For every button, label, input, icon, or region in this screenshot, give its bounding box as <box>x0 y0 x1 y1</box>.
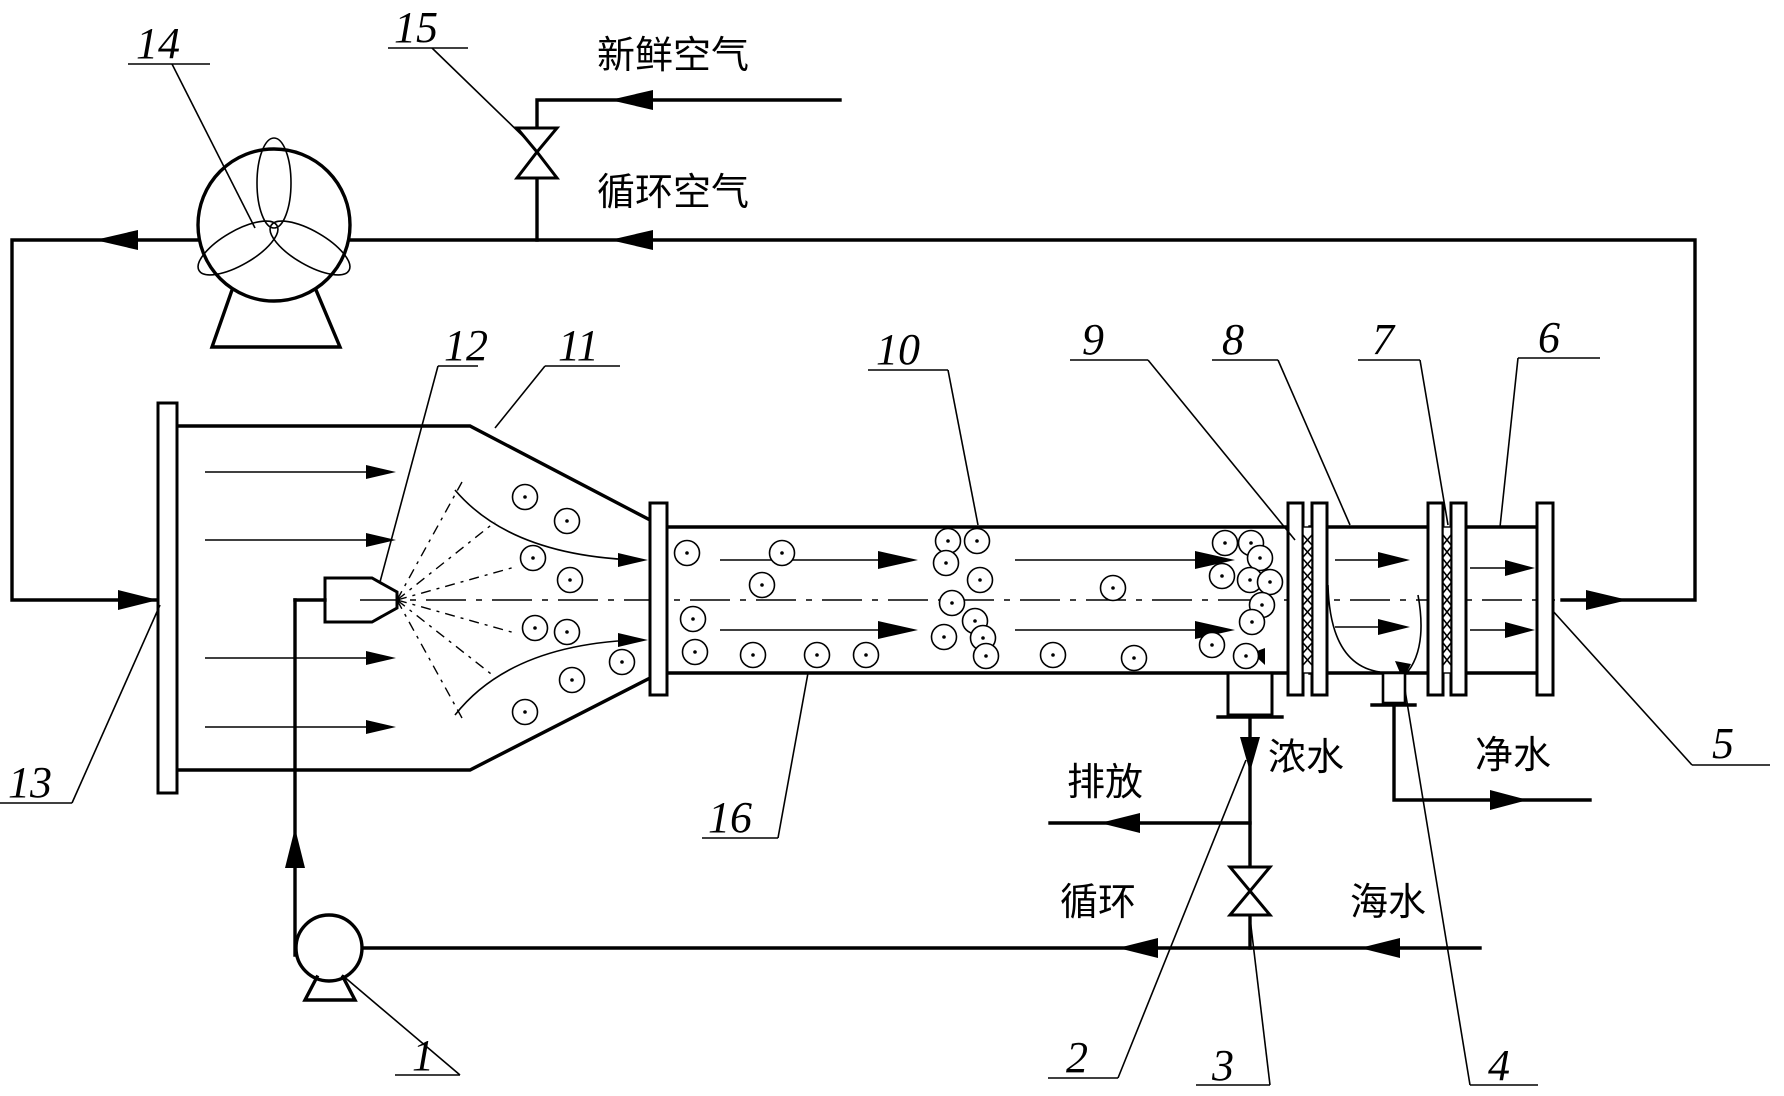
droplet-center <box>1248 578 1252 582</box>
part-number-8: 8 <box>1222 315 1244 364</box>
part-number-14: 14 <box>136 19 180 68</box>
droplet-center <box>975 539 979 543</box>
inlet-flange-13 <box>156 401 179 795</box>
fresh-water-label: 净水 <box>1475 733 1551 777</box>
droplet-center <box>1210 643 1214 647</box>
droplet-center <box>984 654 988 658</box>
flange-7-right <box>1449 501 1468 697</box>
main-tube <box>360 501 1555 697</box>
droplet-center <box>1249 541 1253 545</box>
part-number-13: 13 <box>8 758 52 807</box>
droplet-center <box>1260 603 1264 607</box>
droplet-center <box>693 650 697 654</box>
flange-9-right <box>1310 501 1329 697</box>
droplet-center <box>523 710 527 714</box>
part-numbers: 1 2 3 4 5 6 7 8 9 10 11 12 13 14 15 16 <box>8 3 1734 1090</box>
droplet-center <box>691 617 695 621</box>
mesh-filter-9 <box>1302 526 1313 674</box>
tube-flange-left <box>648 501 669 697</box>
droplet-center <box>565 630 569 634</box>
part-number-15: 15 <box>394 3 438 52</box>
fresh-air-label: 新鲜空气 <box>597 33 749 77</box>
circulation-label: 循环 <box>1060 880 1136 924</box>
concentrate-outlet-2 <box>1048 671 1284 950</box>
droplet-center <box>950 601 954 605</box>
fan-14 <box>196 137 352 349</box>
droplet-center <box>946 539 950 543</box>
part-number-2: 2 <box>1066 1033 1088 1082</box>
fresh-water-outlet-4 <box>1370 671 1592 810</box>
droplet-center <box>942 635 946 639</box>
droplet-center <box>981 636 985 640</box>
droplet-center <box>1051 653 1055 657</box>
concentrated-water-label: 浓水 <box>1268 735 1344 779</box>
part-number-7: 7 <box>1372 315 1396 364</box>
circulating-air-label: 循环空气 <box>597 170 749 214</box>
pump-1 <box>294 913 364 1002</box>
part-number-3: 3 <box>1211 1041 1234 1090</box>
droplet-center <box>565 519 569 523</box>
seawater-label: 海水 <box>1350 880 1426 924</box>
droplet-center <box>1250 620 1254 624</box>
air-circulation-loop <box>10 90 1697 610</box>
part-number-6: 6 <box>1538 313 1560 362</box>
part-number-4: 4 <box>1488 1041 1510 1090</box>
leader-lines <box>0 47 1770 1086</box>
droplet-center <box>780 551 784 555</box>
droplet-center <box>978 578 982 582</box>
droplet-center <box>1258 556 1262 560</box>
seawater-line <box>363 938 1482 958</box>
droplet-center <box>751 653 755 657</box>
droplet-center <box>568 578 572 582</box>
part-number-12: 12 <box>444 321 488 370</box>
droplet-center <box>1220 574 1224 578</box>
droplet-center <box>944 561 948 565</box>
part-number-16: 16 <box>708 793 752 842</box>
valve-3 <box>1226 865 1274 917</box>
droplet-center <box>1268 580 1272 584</box>
flange-7-left <box>1426 501 1445 697</box>
part-number-11: 11 <box>558 321 599 370</box>
spray-nozzle-12 <box>285 481 648 957</box>
flow-labels: 新鲜空气 循环空气 排放 浓水 净水 循环 海水 <box>597 33 1551 924</box>
flange-9-left <box>1286 501 1305 697</box>
discharge-label: 排放 <box>1067 760 1143 804</box>
droplet-center <box>1111 586 1115 590</box>
droplet-center <box>685 551 689 555</box>
droplet-center <box>1244 654 1248 658</box>
part-number-1: 1 <box>412 1031 434 1080</box>
droplet-center <box>1132 656 1136 660</box>
part-number-9: 9 <box>1082 315 1104 364</box>
mesh-filter-7 <box>1442 526 1452 674</box>
droplet-center <box>864 653 868 657</box>
droplet-center <box>760 583 764 587</box>
droplet-center <box>533 626 537 630</box>
droplet-center <box>523 495 527 499</box>
part-number-10: 10 <box>876 325 920 374</box>
droplet-center <box>570 678 574 682</box>
droplet-center <box>815 653 819 657</box>
droplet-center <box>531 556 535 560</box>
droplet-center <box>1223 541 1227 545</box>
droplet-center <box>620 660 624 664</box>
outlet-flange-5 <box>1535 501 1555 697</box>
water-droplets-10 <box>511 483 1284 726</box>
droplet-center <box>973 619 977 623</box>
part-number-5: 5 <box>1712 719 1734 768</box>
inlet-chamber <box>156 401 653 795</box>
